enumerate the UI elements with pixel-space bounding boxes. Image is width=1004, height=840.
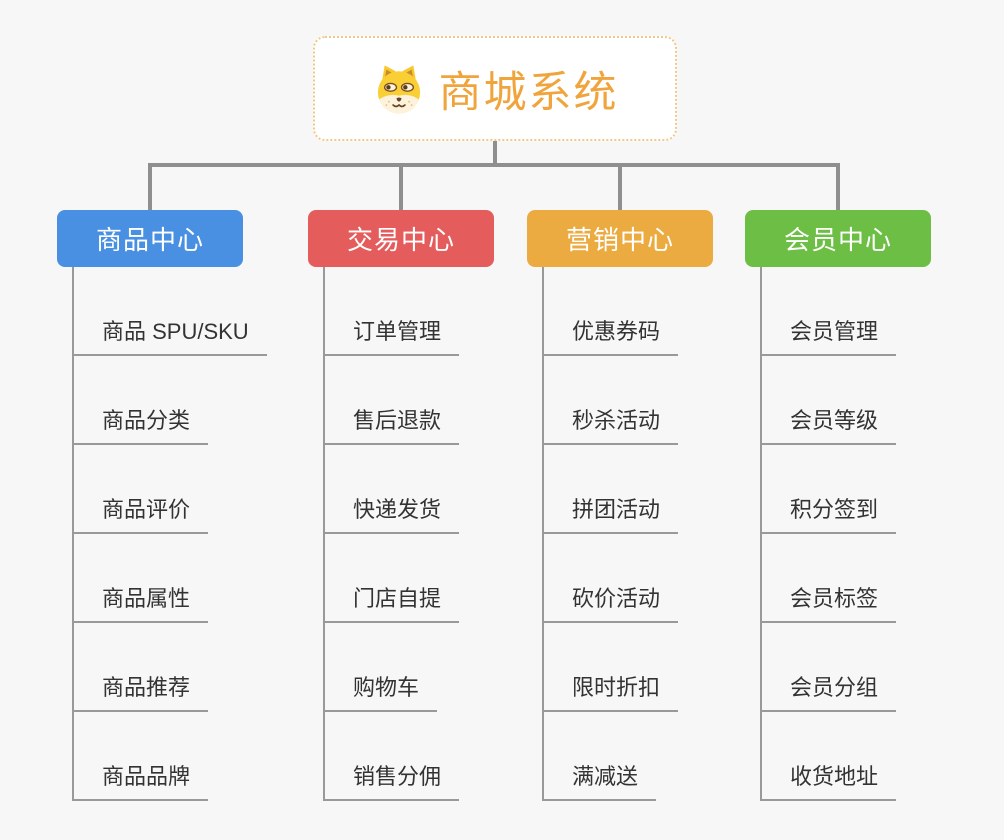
branch-children-marketing: 优惠券码 秒杀活动 拼团活动 砍价活动 限时折扣 满减送 — [542, 267, 679, 801]
leaf-node[interactable]: 购物车 — [323, 623, 438, 712]
shiba-dog-icon — [372, 62, 426, 116]
leaf-node[interactable]: 门店自提 — [323, 534, 460, 623]
root-node[interactable]: 商城系统 — [313, 36, 677, 141]
leaf-node[interactable]: 拼团活动 — [542, 445, 679, 534]
leaf-node[interactable]: 商品评价 — [72, 445, 209, 534]
leaf-node[interactable]: 商品推荐 — [72, 623, 209, 712]
leaf-node[interactable]: 优惠券码 — [542, 267, 679, 356]
leaf-node[interactable]: 限时折扣 — [542, 623, 679, 712]
leaf-node[interactable]: 砍价活动 — [542, 534, 679, 623]
leaf-node[interactable]: 售后退款 — [323, 356, 460, 445]
connector-drop-marketing — [618, 163, 622, 210]
leaf-node[interactable]: 积分签到 — [760, 445, 897, 534]
leaf-node[interactable]: 收货地址 — [760, 712, 897, 801]
leaf-node[interactable]: 商品品牌 — [72, 712, 209, 801]
branch-header-member[interactable]: 会员中心 — [745, 210, 931, 267]
branch-header-trade[interactable]: 交易中心 — [308, 210, 494, 267]
leaf-node[interactable]: 快递发货 — [323, 445, 460, 534]
branch-children-member: 会员管理 会员等级 积分签到 会员标签 会员分组 收货地址 — [760, 267, 897, 801]
leaf-node[interactable]: 会员管理 — [760, 267, 897, 356]
leaf-node[interactable]: 商品属性 — [72, 534, 209, 623]
connector-drop-product — [148, 163, 152, 210]
root-title: 商城系统 — [438, 68, 619, 117]
leaf-node[interactable]: 会员等级 — [760, 356, 897, 445]
leaf-node[interactable]: 秒杀活动 — [542, 356, 679, 445]
leaf-node[interactable]: 会员标签 — [760, 534, 897, 623]
leaf-node[interactable]: 会员分组 — [760, 623, 897, 712]
connector-root-stub — [493, 141, 497, 167]
leaf-node[interactable]: 商品 SPU/SKU — [72, 267, 267, 356]
connector-drop-trade — [399, 163, 403, 210]
connector-horizontal — [148, 163, 840, 167]
branch-children-product: 商品 SPU/SKU 商品分类 商品评价 商品属性 商品推荐 商品品牌 — [72, 267, 267, 801]
branch-children-trade: 订单管理 售后退款 快递发货 门店自提 购物车 销售分佣 — [323, 267, 460, 801]
leaf-node[interactable]: 销售分佣 — [323, 712, 460, 801]
connector-drop-member — [836, 163, 840, 210]
leaf-node[interactable]: 商品分类 — [72, 356, 209, 445]
branch-header-product[interactable]: 商品中心 — [57, 210, 243, 267]
leaf-node[interactable]: 订单管理 — [323, 267, 460, 356]
branch-header-marketing[interactable]: 营销中心 — [527, 210, 713, 267]
leaf-node[interactable]: 满减送 — [542, 712, 657, 801]
